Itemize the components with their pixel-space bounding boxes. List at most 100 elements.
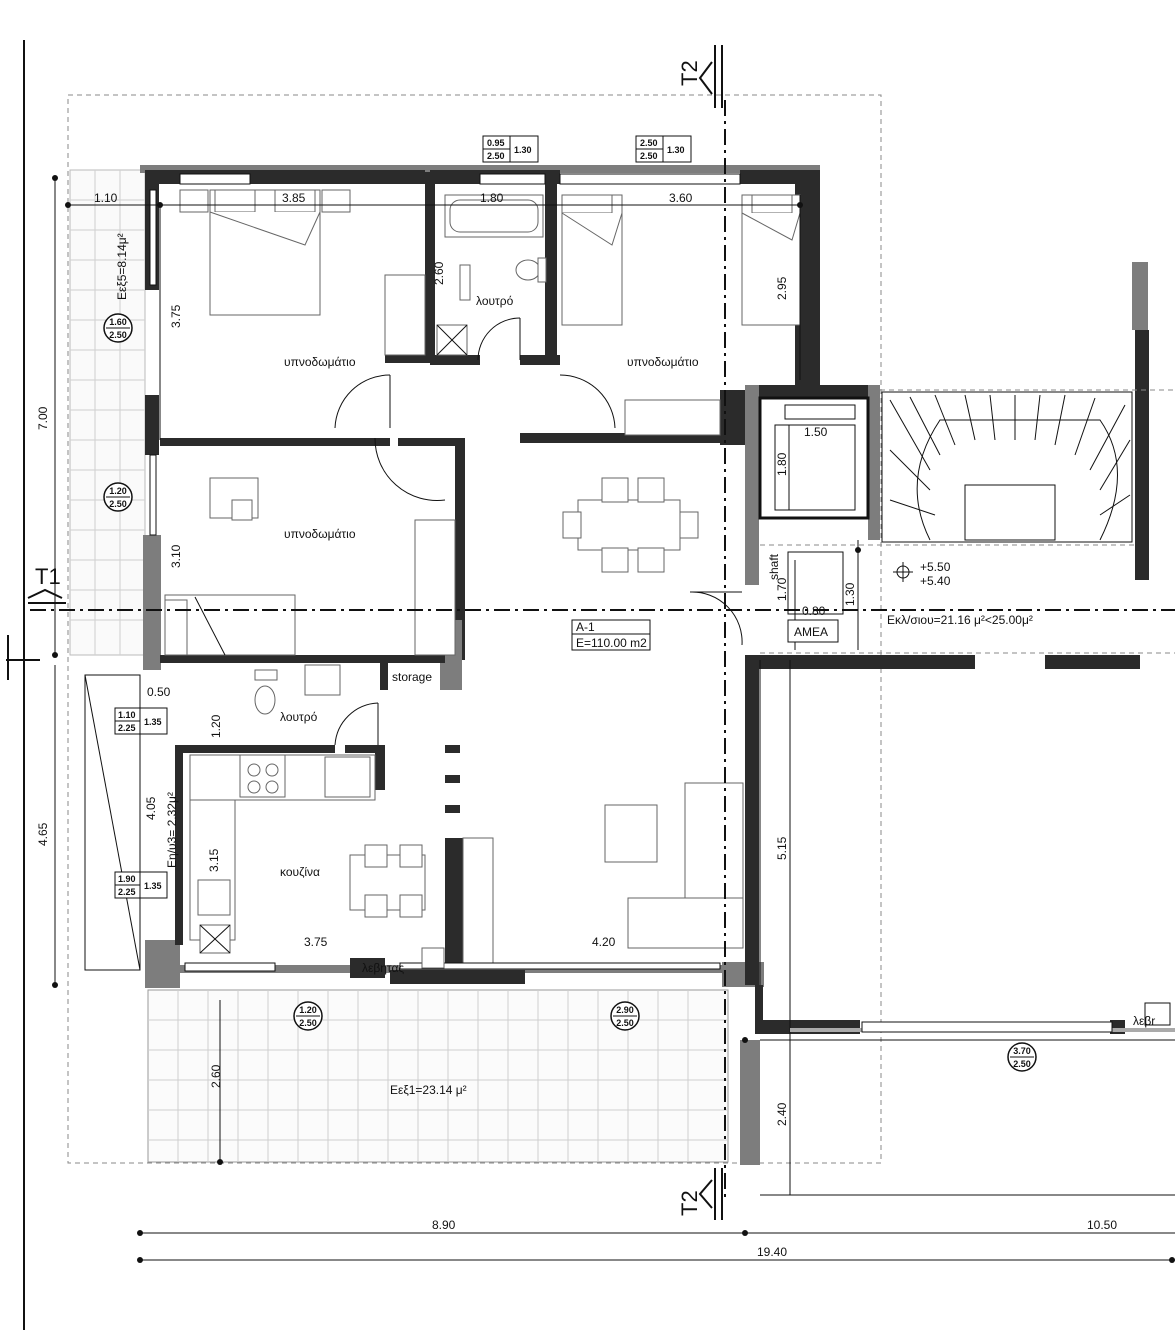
side-balcony-tiles (69, 169, 146, 656)
section-label-t1: T1 (35, 564, 61, 589)
svg-text:5.15: 5.15 (775, 836, 789, 860)
apartment-tag: A-1 E=110.00 m2 (571, 619, 651, 651)
svg-text:2.50: 2.50 (640, 151, 658, 161)
svg-text:3.10: 3.10 (169, 544, 183, 568)
level-marker (893, 562, 913, 582)
dimension-ticks (52, 175, 1175, 1263)
section-arrow-t2-top (698, 45, 723, 108)
main-balcony-tiles (147, 989, 729, 1163)
svg-text:0.95: 0.95 (487, 138, 505, 148)
room-label-bathroom-1: λουτρό (476, 294, 514, 308)
svg-text:2.90: 2.90 (616, 1005, 634, 1015)
window-tag-110: 1.10 2.25 1.35 (114, 707, 168, 735)
svg-text:2.95: 2.95 (775, 276, 789, 300)
svg-text:1.90: 1.90 (118, 874, 136, 884)
svg-text:19.40: 19.40 (757, 1245, 787, 1259)
svg-text:2.50: 2.50 (640, 138, 658, 148)
room-label-bedroom-3: υπνοδωμάτιο (284, 527, 356, 541)
window-tag-290: 2.90 2.50 (610, 1001, 640, 1031)
window-tag-370: 3.70 2.50 (1007, 1042, 1037, 1072)
svg-text:3.15: 3.15 (207, 848, 221, 872)
dimension-labels: 1.10 3.85 1.80 3.60 2.60 2.95 3.75 7.00 … (36, 191, 1117, 1259)
staircase (881, 391, 1133, 543)
svg-text:8.90: 8.90 (432, 1218, 456, 1232)
boiler-right (1144, 1002, 1171, 1026)
room-label-right-partial: λεβr (1133, 1014, 1155, 1028)
svg-text:1.60: 1.60 (109, 317, 127, 327)
svg-text:2.50: 2.50 (1013, 1059, 1031, 1069)
window-tag-120-side: 1.20 2.50 (103, 482, 133, 512)
room-label-lift-hall: Εκλ/σιου=21.16 μ²<25.00μ² (887, 613, 1033, 627)
svg-text:1.30: 1.30 (514, 145, 532, 155)
shaft-box (787, 551, 844, 615)
room-label-bedroom-2: υπνοδωμάτιο (627, 355, 699, 369)
room-label-storage: storage (392, 670, 432, 684)
lift-cabin (774, 404, 856, 511)
window-tag-120-bottom: 1.20 2.50 (293, 1001, 323, 1031)
svg-text:2.50: 2.50 (616, 1018, 634, 1028)
svg-text:1.70: 1.70 (775, 577, 789, 601)
level-lower: +5.40 (920, 574, 951, 588)
svg-text:4.20: 4.20 (592, 935, 616, 949)
svg-text:0.50: 0.50 (147, 685, 171, 699)
room-label-light-well: Εη/υ3= 2.32μ² (165, 792, 179, 868)
dimension-lines (54, 178, 1175, 1261)
window-tag-250: 2.50 2.50 1.30 (635, 135, 692, 163)
svg-text:1.20: 1.20 (109, 486, 127, 496)
svg-text:3.75: 3.75 (169, 304, 183, 328)
boiler-box (421, 947, 445, 969)
svg-text:2.40: 2.40 (775, 1102, 789, 1126)
door-swings (334, 317, 743, 746)
room-label-accessible: ΑΜΕΑ (794, 625, 828, 639)
svg-text:1.30: 1.30 (667, 145, 685, 155)
svg-text:7.00: 7.00 (36, 406, 50, 430)
roof-outline (67, 94, 882, 1164)
svg-text:2.50: 2.50 (299, 1018, 317, 1028)
room-label-bedroom-1: υπνοδωμάτιο (284, 355, 356, 369)
svg-text:1.80: 1.80 (480, 191, 504, 205)
room-label-balcony-side: Εεξ5=8.14μ² (115, 233, 129, 300)
window-tag-190: 1.90 2.25 1.35 (114, 871, 168, 899)
room-labels: υπνοδωμάτιο υπνοδωμάτιο υπνοδωμάτιο λουτ… (115, 233, 1155, 1097)
svg-text:2.25: 2.25 (118, 723, 136, 733)
svg-text:3.75: 3.75 (304, 935, 328, 949)
room-label-shaft: shaft (767, 553, 781, 580)
svg-text:2.50: 2.50 (109, 330, 127, 340)
svg-text:10.50: 10.50 (1087, 1218, 1117, 1232)
svg-text:1.50: 1.50 (804, 425, 828, 439)
room-label-boiler: λεβητας (362, 961, 404, 975)
section-labels: T1 T2 T2 (35, 60, 702, 1216)
section-label-t2-bottom: T2 (677, 1190, 702, 1216)
section-arrow-t2-bottom (698, 1168, 723, 1220)
svg-text:2.60: 2.60 (432, 261, 446, 285)
svg-text:2.50: 2.50 (109, 499, 127, 509)
svg-text:3.70: 3.70 (1013, 1046, 1031, 1056)
accessible-wc-box (787, 619, 839, 643)
room-label-balcony-main: Εεξ1=23.14 μ² (390, 1083, 467, 1097)
svg-text:1.35: 1.35 (144, 881, 162, 891)
svg-text:2.50: 2.50 (487, 151, 505, 161)
level-upper: +5.50 (920, 560, 951, 574)
svg-text:1.35: 1.35 (144, 717, 162, 727)
section-arrow-t1 (6, 588, 66, 680)
windows (149, 173, 1113, 1033)
window-tag-160: 1.60 2.50 (103, 313, 133, 343)
svg-text:1.20: 1.20 (209, 714, 223, 738)
svg-text:E=110.00 m2: E=110.00 m2 (576, 636, 647, 650)
svg-text:1.10: 1.10 (94, 191, 118, 205)
svg-text:1.10: 1.10 (118, 710, 136, 720)
svg-text:4.05: 4.05 (144, 796, 158, 820)
level-labels: +5.50 +5.40 (920, 560, 951, 588)
window-tag-095: 0.95 2.50 1.30 (482, 135, 539, 163)
svg-text:3.85: 3.85 (282, 191, 306, 205)
svg-text:A-1: A-1 (576, 620, 595, 634)
svg-text:1.80: 1.80 (775, 452, 789, 476)
svg-text:1.30: 1.30 (843, 582, 857, 606)
furniture (164, 189, 801, 964)
light-well (84, 674, 141, 971)
svg-text:2.60: 2.60 (209, 1064, 223, 1088)
svg-text:3.60: 3.60 (669, 191, 693, 205)
section-label-t2-top: T2 (677, 60, 702, 86)
svg-text:0.80: 0.80 (802, 604, 826, 618)
